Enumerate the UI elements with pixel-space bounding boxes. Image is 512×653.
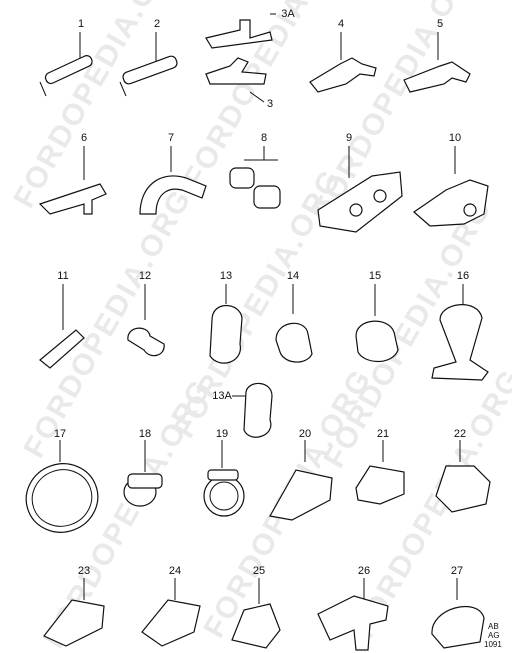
callout-13: 13 xyxy=(219,270,233,282)
callout-14: 14 xyxy=(286,270,300,282)
part-25-elbow-block xyxy=(231,578,281,649)
part-23-triple-sleeve xyxy=(43,578,105,647)
callout-11: 11 xyxy=(57,270,69,282)
part-13a-clip xyxy=(232,382,273,438)
callout-26: 26 xyxy=(357,565,371,577)
callout-7: 7 xyxy=(167,132,175,144)
part-27-end-cap xyxy=(431,578,485,649)
part-9-manifold-block xyxy=(317,146,403,233)
part-22-double-connector-bracket xyxy=(435,440,491,513)
part-10-t-block xyxy=(413,146,489,227)
drawing-code-line-2: AG xyxy=(488,631,500,640)
callout-5: 5 xyxy=(436,18,444,30)
callout-15: 15 xyxy=(368,270,382,282)
part-6-double-t-connector xyxy=(38,146,107,215)
part-17-strap-clamp xyxy=(25,440,99,533)
callout-12: 12 xyxy=(138,270,152,282)
drawing-code-line-1: AB xyxy=(488,622,499,631)
callout-21: 21 xyxy=(376,428,390,440)
part-14-double-clip xyxy=(275,284,313,363)
part-24-quad-sleeve xyxy=(141,578,201,647)
drawing-code-line-3: 1091 xyxy=(484,640,502,649)
part-19-worm-clamp xyxy=(203,440,245,517)
callout-2: 2 xyxy=(153,18,161,30)
part-18-hose-clip xyxy=(123,440,163,507)
callout-10: 10 xyxy=(448,132,462,144)
drawing-code: AB AG 1091 xyxy=(484,622,502,649)
callout-22: 22 xyxy=(453,428,467,440)
callout-3a: 3A xyxy=(281,8,295,20)
part-21-double-connector xyxy=(355,440,405,505)
part-16-hose-bracket xyxy=(431,284,489,381)
callout-24: 24 xyxy=(168,565,182,577)
callout-3: 3 xyxy=(266,98,274,110)
part-3-elbow-connectors xyxy=(205,13,276,103)
part-13-double-clip xyxy=(209,284,243,364)
callout-13a: 13A xyxy=(212,390,232,402)
callout-19: 19 xyxy=(215,428,229,440)
part-4-y-connector xyxy=(309,32,377,93)
part-7-curved-hose xyxy=(139,146,207,215)
part-5-t-connector xyxy=(403,32,471,93)
callout-27: 27 xyxy=(450,565,464,577)
callout-23: 23 xyxy=(77,565,91,577)
callout-6: 6 xyxy=(80,132,88,144)
part-1-straight-connector xyxy=(39,32,93,97)
part-8-reducers xyxy=(229,146,281,209)
part-15-quad-clip xyxy=(355,284,399,363)
callout-20: 20 xyxy=(298,428,312,440)
callout-8: 8 xyxy=(260,132,268,144)
callout-25: 25 xyxy=(252,565,266,577)
part-12-clip xyxy=(127,284,165,357)
part-2-straight-connector xyxy=(119,32,178,97)
callout-4: 4 xyxy=(337,18,345,30)
callout-1: 1 xyxy=(77,18,85,30)
callout-9: 9 xyxy=(345,132,353,144)
part-26-double-elbow xyxy=(317,578,389,651)
part-20-triple-connector xyxy=(269,440,333,521)
callout-16: 16 xyxy=(456,270,470,282)
callout-17: 17 xyxy=(53,428,67,440)
part-11-plug xyxy=(39,284,85,369)
callout-18: 18 xyxy=(138,428,152,440)
